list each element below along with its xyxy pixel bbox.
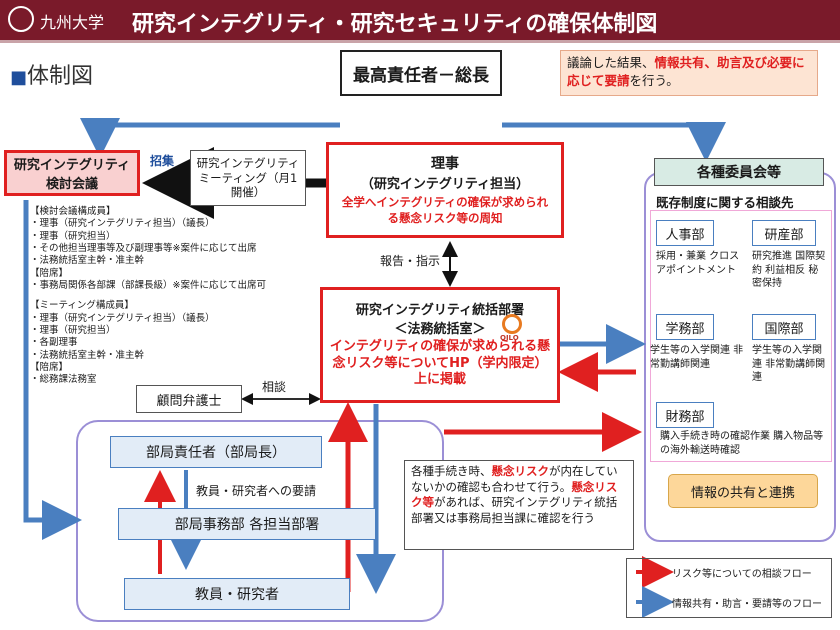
- share-label: 情報の共有と連携: [690, 485, 795, 501]
- legend-risk-label: リスク等についての相談フロー: [672, 569, 812, 580]
- qilo-logo-icon: [502, 314, 522, 334]
- legend-info-label: 情報共有・助言・要請等のフロー: [672, 599, 822, 610]
- council-box: 研究インテグリティ検討会議: [4, 150, 140, 196]
- note-top-prefix: 議論した結果、: [567, 55, 655, 70]
- member-line: 【陪席】: [30, 362, 69, 374]
- member-line: ・その他担当理事等及び副理事等※案件に応じて出席: [30, 243, 257, 255]
- section-title: ■体制図: [10, 58, 93, 90]
- note-bottom: 各種手続き時、懸念リスクが内在していないかの確認も合わせて行う。懸念リスク等があ…: [404, 460, 634, 550]
- meeting-box: 研究インテグリティミーティング（月1開催）: [190, 150, 306, 206]
- researchers: 教員・研究者: [195, 587, 279, 603]
- member-line: ・法務統括室主幹・准主幹: [30, 255, 145, 267]
- header-bar: [0, 0, 840, 40]
- dept-jinji: 人事部: [656, 220, 714, 246]
- dept-jinji-desc: 採用・兼業 クロスアポイントメント: [656, 251, 740, 276]
- hq-title: 研究インテグリティ統括部署: [355, 302, 525, 318]
- lawyer-box: 顧問弁護士: [136, 385, 242, 413]
- dept-kokusai: 国際部: [752, 314, 816, 340]
- hq-box: 研究インテグリティ統括部署 ＜法務統括室＞ インテグリティの確保が求められる懸念…: [320, 287, 560, 403]
- member-line: ・理事（研究担当）: [30, 230, 116, 242]
- share-box: 情報の共有と連携: [668, 474, 818, 508]
- note-bottom-text3: があれば、研究インテグリティ統括部署又は事務局担当課に確認を行う: [411, 495, 618, 525]
- dept-zaimu-desc: 購入手続き時の確認作業 購入物品等の海外輸送時確認: [660, 431, 824, 456]
- dept-kokusai-desc: 学生等の入学関連 非常勤講師関連: [752, 345, 826, 383]
- member-line: ・理事（研究インテグリティ担当）（議長）: [30, 218, 215, 230]
- section-title-text: 体制図: [27, 64, 94, 89]
- dept-zaimu: 財務部: [656, 402, 714, 428]
- member-line: ・総務課法務室: [30, 374, 97, 386]
- page-title: 研究インテグリティ・研究セキュリティの確保体制図: [132, 12, 658, 37]
- committees-subtitle: 既存制度に関する相談先: [656, 195, 794, 210]
- member-line: ・事務局関係各部課（部課長級）※案件に応じて出席可: [30, 280, 266, 292]
- local-office-box: 部局事務部 各担当部署: [118, 508, 376, 540]
- note-top-highlight: 情報共有、助言及び必要に応じて要請: [567, 55, 805, 89]
- square-bullet-icon: ■: [10, 67, 28, 88]
- dept-kensan: 研産部: [752, 220, 816, 246]
- university-name: 九州大学: [40, 13, 105, 32]
- director-note: 全学へインテグリティの確保が求められる懸念リスク等の周知: [341, 194, 549, 225]
- note-bottom-risk2: 懸念リスク等: [411, 479, 618, 510]
- member-line: ・理事（研究インテグリティ担当）（議長）: [30, 312, 215, 324]
- committees-title-box: 各種委員会等: [654, 158, 824, 186]
- member-list: 【検討会議構成員】 ・理事（研究インテグリティ担当）（議長） ・理事（研究担当）…: [30, 206, 310, 387]
- member-line: ・各副理事: [30, 337, 78, 349]
- member-line: ・法務統括室主幹・准主幹: [30, 349, 145, 361]
- top-executive-box: 最高責任者－総長: [340, 50, 502, 96]
- dept-kensan-desc: 研究推進 国際契約 利益相反 秘密保持: [752, 251, 826, 289]
- local-office: 部局事務部 各担当部署: [174, 517, 320, 533]
- note-bottom-text2: が内在していないかの確認も合わせて行う。: [411, 464, 618, 494]
- director-subtitle: （研究インテグリティ担当）: [360, 176, 530, 192]
- university-emblem-icon: [8, 6, 34, 32]
- local-head-box: 部局責任者（部局長）: [110, 436, 322, 468]
- member-line: ・理事（研究担当）: [30, 325, 116, 337]
- committees-inner-frame: [650, 210, 832, 462]
- note-bottom-risk1: 懸念リスク: [491, 464, 550, 478]
- qilo-logo-text: QILO: [500, 334, 519, 342]
- request-label: 教員・研究者への要請: [196, 484, 317, 498]
- member-line: 【検討会議構成員】: [30, 206, 116, 217]
- director-title: 理事: [431, 155, 459, 172]
- note-bottom-text1: 各種手続き時、: [411, 464, 492, 478]
- dept-gakumu-desc: 学生等の入学関連 非常勤講師関連: [650, 345, 744, 370]
- note-top-suffix: を行う。: [629, 73, 679, 89]
- member-line: 【陪席】: [30, 267, 69, 279]
- local-head: 部局責任者（部局長）: [146, 445, 286, 461]
- council-name: 研究インテグリティ検討会議: [13, 158, 131, 192]
- dept-gakumu: 学務部: [656, 314, 714, 340]
- member-line: 【ミーティング構成員】: [30, 300, 134, 312]
- report-instruct-label: 報告・指示: [380, 254, 441, 268]
- lawyer-name: 顧問弁護士: [156, 393, 222, 409]
- hq-note: インテグリティの確保が求められる懸念リスク等についてHP（学内限定）上に掲載: [329, 338, 551, 388]
- invite-label: 招集: [150, 154, 175, 168]
- note-top: 議論した結果、情報共有、助言及び必要に応じて要請を行う。: [560, 50, 818, 96]
- meeting-name: 研究インテグリティミーティング（月1開催）: [196, 155, 300, 200]
- consult-label: 相談: [262, 380, 287, 394]
- hq-subtitle: ＜法務統括室＞: [394, 321, 486, 337]
- legend-box: [626, 558, 832, 618]
- director-box: 理事 （研究インテグリティ担当） 全学へインテグリティの確保が求められる懸念リス…: [326, 142, 564, 238]
- committees-title: 各種委員会等: [697, 165, 781, 181]
- header-underline: [0, 40, 840, 43]
- researchers-box: 教員・研究者: [124, 578, 350, 610]
- top-executive-label: 最高責任者－総長: [353, 65, 489, 86]
